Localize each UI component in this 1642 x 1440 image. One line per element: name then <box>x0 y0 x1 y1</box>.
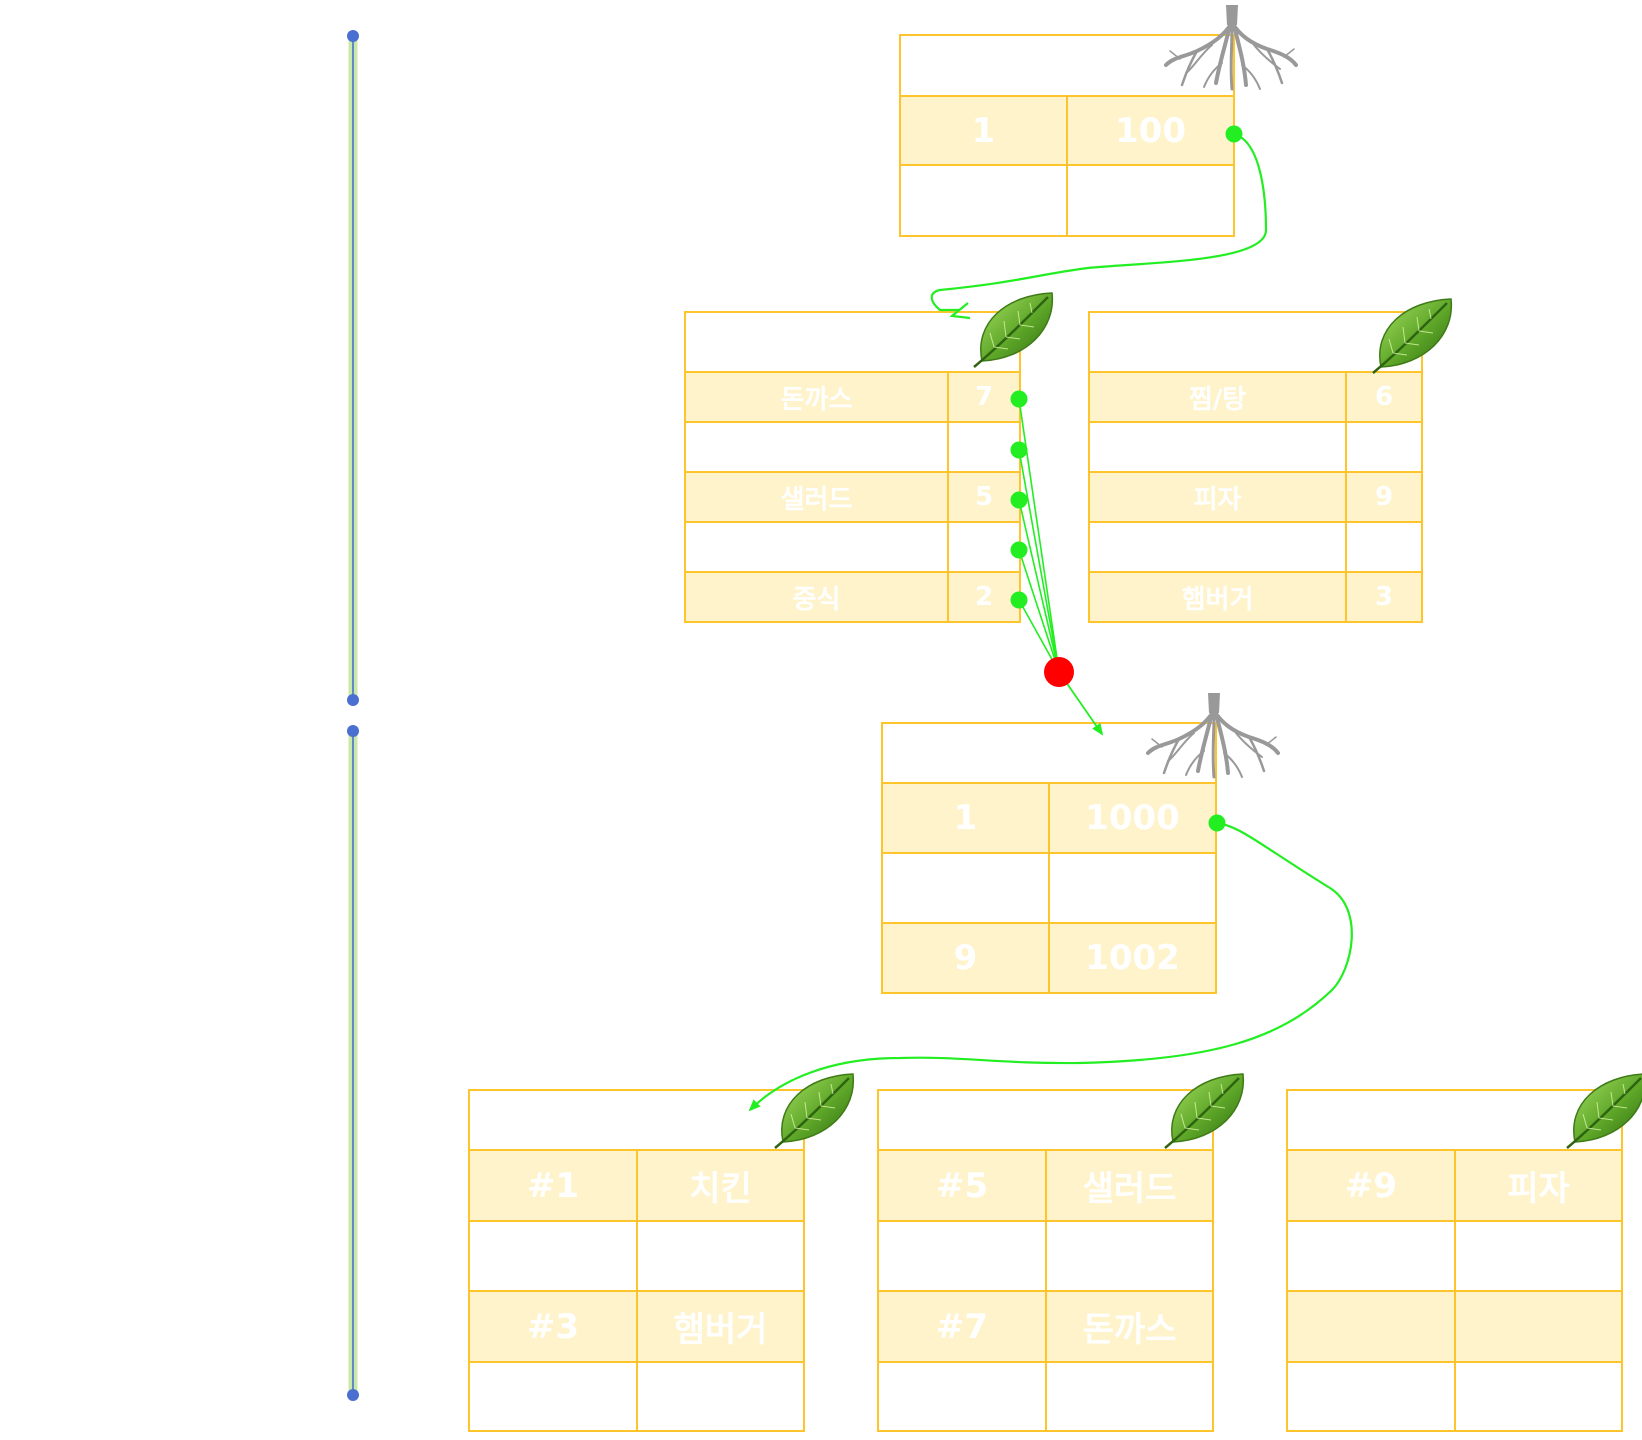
leaf-icon <box>1163 1072 1245 1150</box>
timeline-bar-upper <box>347 30 359 706</box>
cell-key: 피자 <box>1088 471 1347 523</box>
timeline-handle-mid-b[interactable] <box>347 725 359 737</box>
cell-value: 샐러드 <box>1045 1149 1214 1222</box>
cell-pointer <box>1066 164 1235 237</box>
cell-value: 햄버거 <box>636 1290 805 1363</box>
cell-key: 중식 <box>684 571 949 623</box>
cell-key: 샐러드 <box>684 471 949 523</box>
pointer-dot[interactable] <box>1010 591 1028 609</box>
cell-key: 9 <box>881 922 1050 994</box>
leaf-node-b: 찜/탕 6 피자 9 햄버거 3 <box>1088 311 1423 623</box>
cell-id: #5 <box>877 1149 1047 1222</box>
cell-value <box>1454 1220 1623 1292</box>
leaf-icon <box>1565 1072 1642 1150</box>
cell-count: 6 <box>1345 371 1423 423</box>
node-header <box>877 1089 1214 1151</box>
cell-count: 9 <box>1345 471 1423 523</box>
pointer-dot[interactable] <box>1010 441 1028 459</box>
cell-id: #9 <box>1286 1149 1456 1222</box>
cell-key: 햄버거 <box>1088 571 1347 623</box>
cell-value <box>1454 1361 1623 1432</box>
leaf-node-e: #9 피자 <box>1286 1089 1623 1432</box>
node-header <box>899 34 1235 97</box>
pointer-merge-to-root2 <box>1044 657 1104 736</box>
cell-key: 찜/탕 <box>1088 371 1347 423</box>
cell-key <box>684 521 949 573</box>
timeline-handle-mid-a[interactable] <box>347 694 359 706</box>
cell-id <box>468 1220 638 1292</box>
pointer-dot[interactable] <box>1208 814 1226 832</box>
cell-value <box>636 1361 805 1432</box>
cell-value: 피자 <box>1454 1149 1623 1222</box>
leaf-icon <box>1371 297 1453 375</box>
cell-count <box>1345 521 1423 573</box>
node-header <box>1088 311 1423 373</box>
roots-icon <box>1146 691 1280 779</box>
roots-icon <box>1164 3 1298 91</box>
pointer-fan-leaf-a <box>1010 390 1060 673</box>
timeline-bar-lower <box>347 725 359 1401</box>
cell-id <box>1286 1361 1456 1432</box>
pointer-dot[interactable] <box>1010 541 1028 559</box>
cell-id <box>877 1361 1047 1432</box>
cell-pointer: 1002 <box>1048 922 1217 994</box>
root-node-2: 1 1000 9 1002 <box>881 722 1217 994</box>
cell-count <box>1345 421 1423 473</box>
node-header <box>881 722 1217 784</box>
timeline-handle-top[interactable] <box>347 30 359 42</box>
leaf-icon <box>773 1072 855 1150</box>
merge-dot[interactable] <box>1044 657 1074 687</box>
leaf-icon <box>972 291 1054 369</box>
timeline-handle-bottom[interactable] <box>347 1389 359 1401</box>
cell-id: #3 <box>468 1290 638 1363</box>
pointer-root2-to-leaf-c <box>748 814 1353 1112</box>
cell-key <box>899 164 1068 237</box>
cell-count <box>947 421 1021 473</box>
pointer-dot[interactable] <box>1010 491 1028 509</box>
cell-id: #1 <box>468 1149 638 1222</box>
cell-value <box>1045 1361 1214 1432</box>
leaf-node-a: 돈까스 7 샐러드 5 중식 2 <box>684 311 1021 623</box>
cell-count <box>947 521 1021 573</box>
leaf-node-d: #5 샐러드 #7 돈까스 <box>877 1089 1214 1432</box>
cell-count: 3 <box>1345 571 1423 623</box>
leaf-node-c: #1 치킨 #3 햄버거 <box>468 1089 805 1432</box>
root-node-1: 1 100 <box>899 34 1235 237</box>
pointer-root1-to-leaf-a <box>930 125 1268 320</box>
pointer-dot[interactable] <box>1010 390 1028 408</box>
cell-key: 1 <box>899 95 1068 166</box>
cell-value <box>1045 1220 1214 1292</box>
pointer-dot[interactable] <box>1225 125 1243 143</box>
cell-value <box>1454 1290 1623 1363</box>
